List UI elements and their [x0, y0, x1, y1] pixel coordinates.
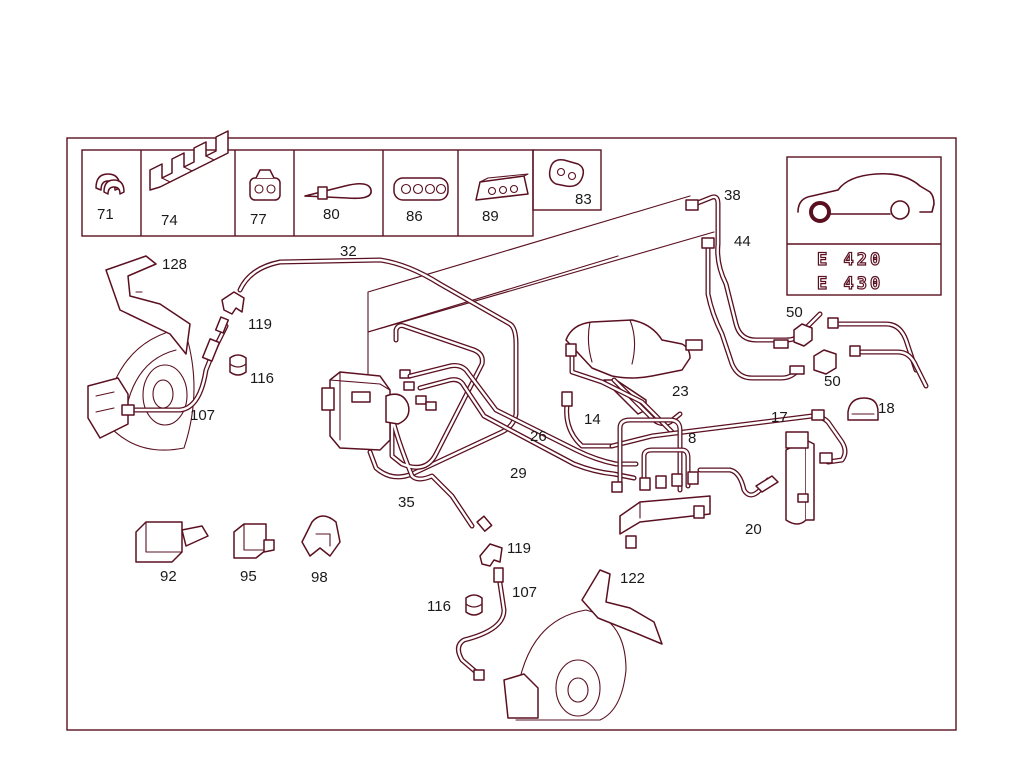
clip-83-icon: [548, 158, 585, 188]
grommet-116-rear: [465, 594, 483, 616]
model-badge-e430: E 430: [817, 274, 883, 294]
connectors-50: [773, 317, 929, 389]
brake-line-32: [237, 257, 519, 480]
callout-80: 80: [323, 206, 340, 223]
caliper-rear: [503, 673, 539, 719]
callout-89: 89: [482, 208, 499, 225]
callout-98: 98: [311, 569, 328, 586]
clip-box-83: [532, 149, 602, 211]
model-inset-box: [786, 156, 942, 296]
callout-44: 44: [734, 233, 751, 250]
rear-brake-disc: [503, 609, 627, 721]
callout-29: 29: [510, 465, 527, 482]
callout-119-rear: 119: [507, 540, 531, 557]
clip-71-icon: [95, 173, 125, 195]
callout-95: 95: [240, 568, 257, 585]
brake-hose-107-rear: [456, 567, 507, 681]
abs-port-4: [425, 401, 437, 411]
callout-50-lower: 50: [824, 373, 841, 390]
callout-32: 32: [340, 243, 357, 260]
callout-26: 26: [530, 428, 547, 445]
callout-18: 18: [878, 400, 895, 417]
abs-port-2: [403, 381, 415, 391]
abs-hydraulic-unit: [321, 369, 437, 451]
brake-line-20: [697, 467, 779, 498]
callout-119-front: 119: [248, 316, 272, 333]
clip-119-front: [221, 291, 245, 315]
callout-71: 71: [97, 206, 114, 223]
fitting-44: [701, 237, 715, 249]
callout-116-rear: 116: [427, 598, 451, 615]
callout-116-front: 116: [250, 370, 274, 387]
callout-107-front: 107: [190, 407, 215, 424]
callout-23: 23: [672, 383, 689, 400]
brake-line-17: [609, 409, 848, 465]
clip-89-icon: [475, 173, 529, 201]
model-inset: E 420 E 430: [786, 156, 942, 296]
clip-95-icon: [233, 523, 275, 559]
clip-98-icon: [301, 515, 341, 557]
grommet-116-front: [229, 354, 247, 376]
callout-77: 77: [250, 211, 267, 228]
fitting-38: [685, 199, 699, 211]
caliper-front-left: [87, 377, 129, 439]
callout-38: 38: [724, 187, 741, 204]
brake-line-35: [389, 323, 493, 532]
grommet-18: [847, 397, 879, 421]
callout-122: 122: [620, 570, 645, 587]
splash-shield-122: [581, 569, 663, 645]
callout-17: 17: [771, 409, 788, 426]
callout-92: 92: [160, 568, 177, 585]
front-left-brake-disc: [87, 327, 195, 451]
callout-20: 20: [745, 521, 762, 538]
clip-77-icon: [249, 169, 281, 201]
brake-line-14: [561, 343, 675, 449]
connector-50-upper: [793, 323, 813, 347]
brake-hose-107-front: [121, 316, 230, 416]
callout-14: 14: [584, 411, 601, 428]
callout-86: 86: [406, 208, 423, 225]
diagram-frame: [66, 137, 957, 731]
splash-shield-128: [105, 255, 191, 355]
clip-74-icon: [149, 130, 229, 191]
pressure-accumulator: [785, 431, 815, 525]
brake-lines-26-29: [407, 363, 639, 481]
callout-83: 83: [575, 191, 592, 208]
clip-strip: 71 74 77 80 86 89 83: [81, 130, 602, 237]
callout-8: 8: [688, 430, 696, 447]
clip-86-icon: [393, 177, 449, 201]
callout-107-rear: 107: [512, 584, 537, 601]
connector-50-lower: [813, 349, 837, 375]
distribution-manifold: [611, 417, 711, 549]
clip-strip-box: [81, 149, 534, 237]
brake-line-23: [611, 377, 683, 427]
callout-35: 35: [398, 494, 415, 511]
brake-line-38-44: [685, 194, 823, 381]
car-silhouette-icon: [797, 172, 935, 223]
callout-128: 128: [162, 256, 187, 273]
cable-tie-80-icon: [304, 182, 372, 200]
abs-port-3: [415, 395, 427, 405]
model-badge-e420: E 420: [817, 250, 883, 270]
clip-92-icon: [135, 521, 209, 563]
clip-119-rear: [479, 543, 503, 567]
callout-50-upper: 50: [786, 304, 803, 321]
callout-74: 74: [161, 212, 178, 229]
